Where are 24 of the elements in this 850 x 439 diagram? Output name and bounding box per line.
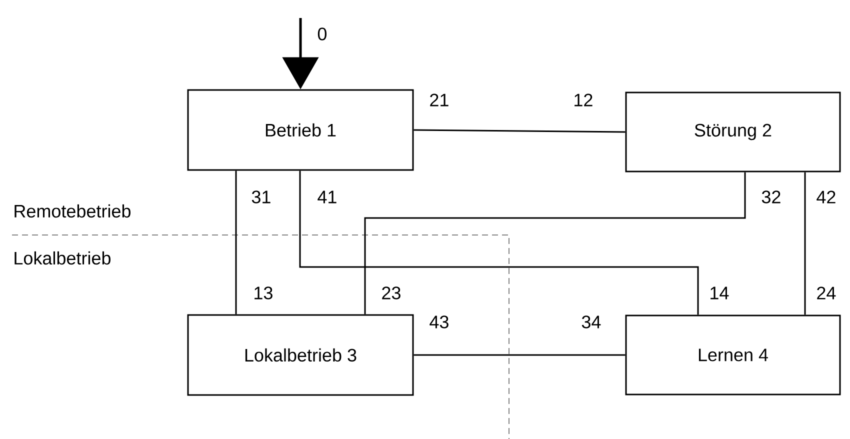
connector (804, 172, 806, 315)
port-number: 41 (318, 190, 336, 204)
port-number: 23 (382, 286, 400, 300)
state-box: Betrieb 1 (187, 89, 414, 171)
state-box: Lernen 4 (625, 314, 841, 396)
state-box: Lokalbetrieb 3 (187, 314, 414, 396)
connector (235, 170, 237, 314)
port-number: 32 (762, 190, 780, 204)
region-label: Remotebetrieb (14, 204, 130, 218)
region-label: Lokalbetrieb (14, 251, 110, 265)
port-number: 31 (252, 190, 270, 204)
connector (414, 129, 626, 133)
port-number: 43 (430, 316, 448, 328)
port-number: 12 (574, 94, 592, 106)
state-box: Störung 2 (625, 92, 841, 172)
connector (299, 170, 699, 315)
port-number: 42 (816, 190, 836, 204)
connector (364, 172, 746, 314)
edge-label: 0 (316, 26, 328, 42)
port-number: 21 (430, 94, 448, 106)
connector (414, 354, 626, 356)
port-number: 24 (817, 286, 836, 300)
port-number: 14 (710, 286, 729, 300)
port-number: 34 (582, 316, 601, 328)
